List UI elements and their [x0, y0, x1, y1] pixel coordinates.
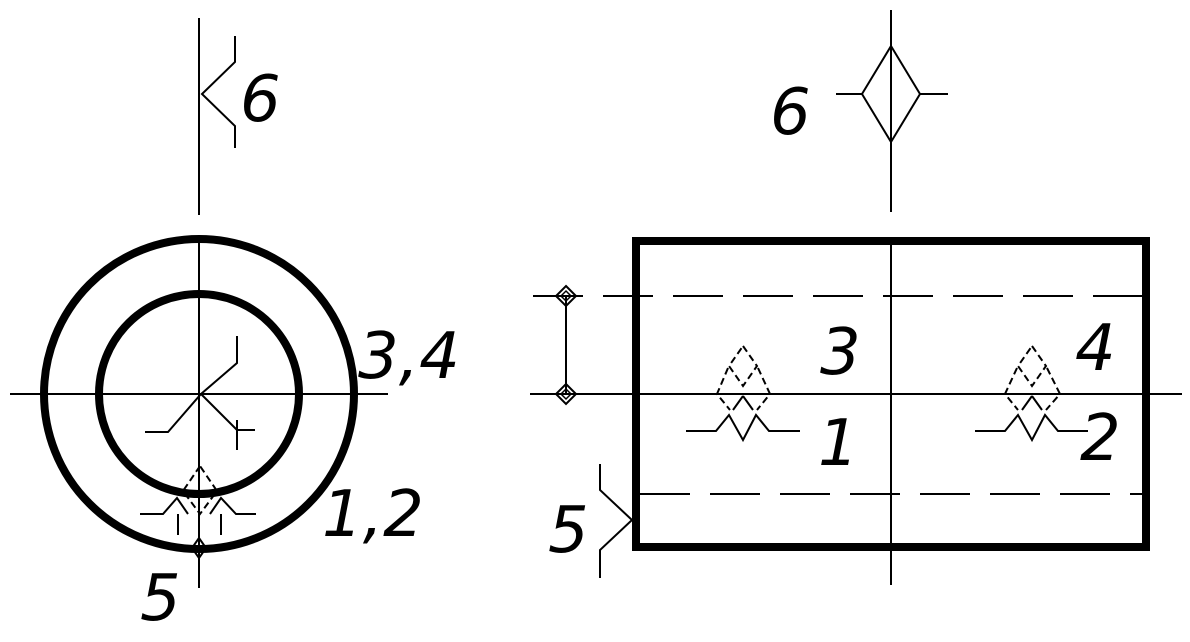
- center-base-symbol: [145, 336, 255, 450]
- label-6-right: 6: [770, 76, 811, 150]
- dimension-mark-bottom: [554, 382, 578, 406]
- outer-circle: [40, 235, 358, 553]
- symbol-1-2-left-tails: [140, 496, 256, 535]
- dimension-mark-top-inner: [559, 289, 573, 303]
- label-5-left: 5: [140, 562, 181, 636]
- left-view: [10, 18, 388, 588]
- symbol-1-2-left: [181, 464, 219, 516]
- label-2: 2: [1080, 402, 1121, 476]
- inner-circle: [95, 290, 303, 498]
- symbol-3: [715, 344, 772, 411]
- label-4: 4: [1075, 312, 1116, 386]
- symbol-1: [686, 395, 800, 443]
- label-1: 1: [818, 407, 859, 481]
- label-6-left: 6: [240, 63, 281, 137]
- dimension-mark-top: [554, 284, 578, 308]
- symbol-6-right: [836, 44, 948, 144]
- symbol-4: [1003, 344, 1062, 411]
- symbol-5-left: [190, 536, 208, 560]
- label-3: 3: [820, 316, 861, 390]
- symbol-5-right: [599, 464, 634, 578]
- label-1-2: 1,2: [322, 478, 424, 552]
- symbol-2: [975, 395, 1088, 443]
- label-3-4: 3,4: [358, 320, 460, 394]
- dimension-mark-bottom-inner: [559, 387, 573, 401]
- right-view: [530, 10, 1182, 585]
- symbol-6-left: [200, 36, 236, 148]
- label-5-right: 5: [548, 494, 589, 568]
